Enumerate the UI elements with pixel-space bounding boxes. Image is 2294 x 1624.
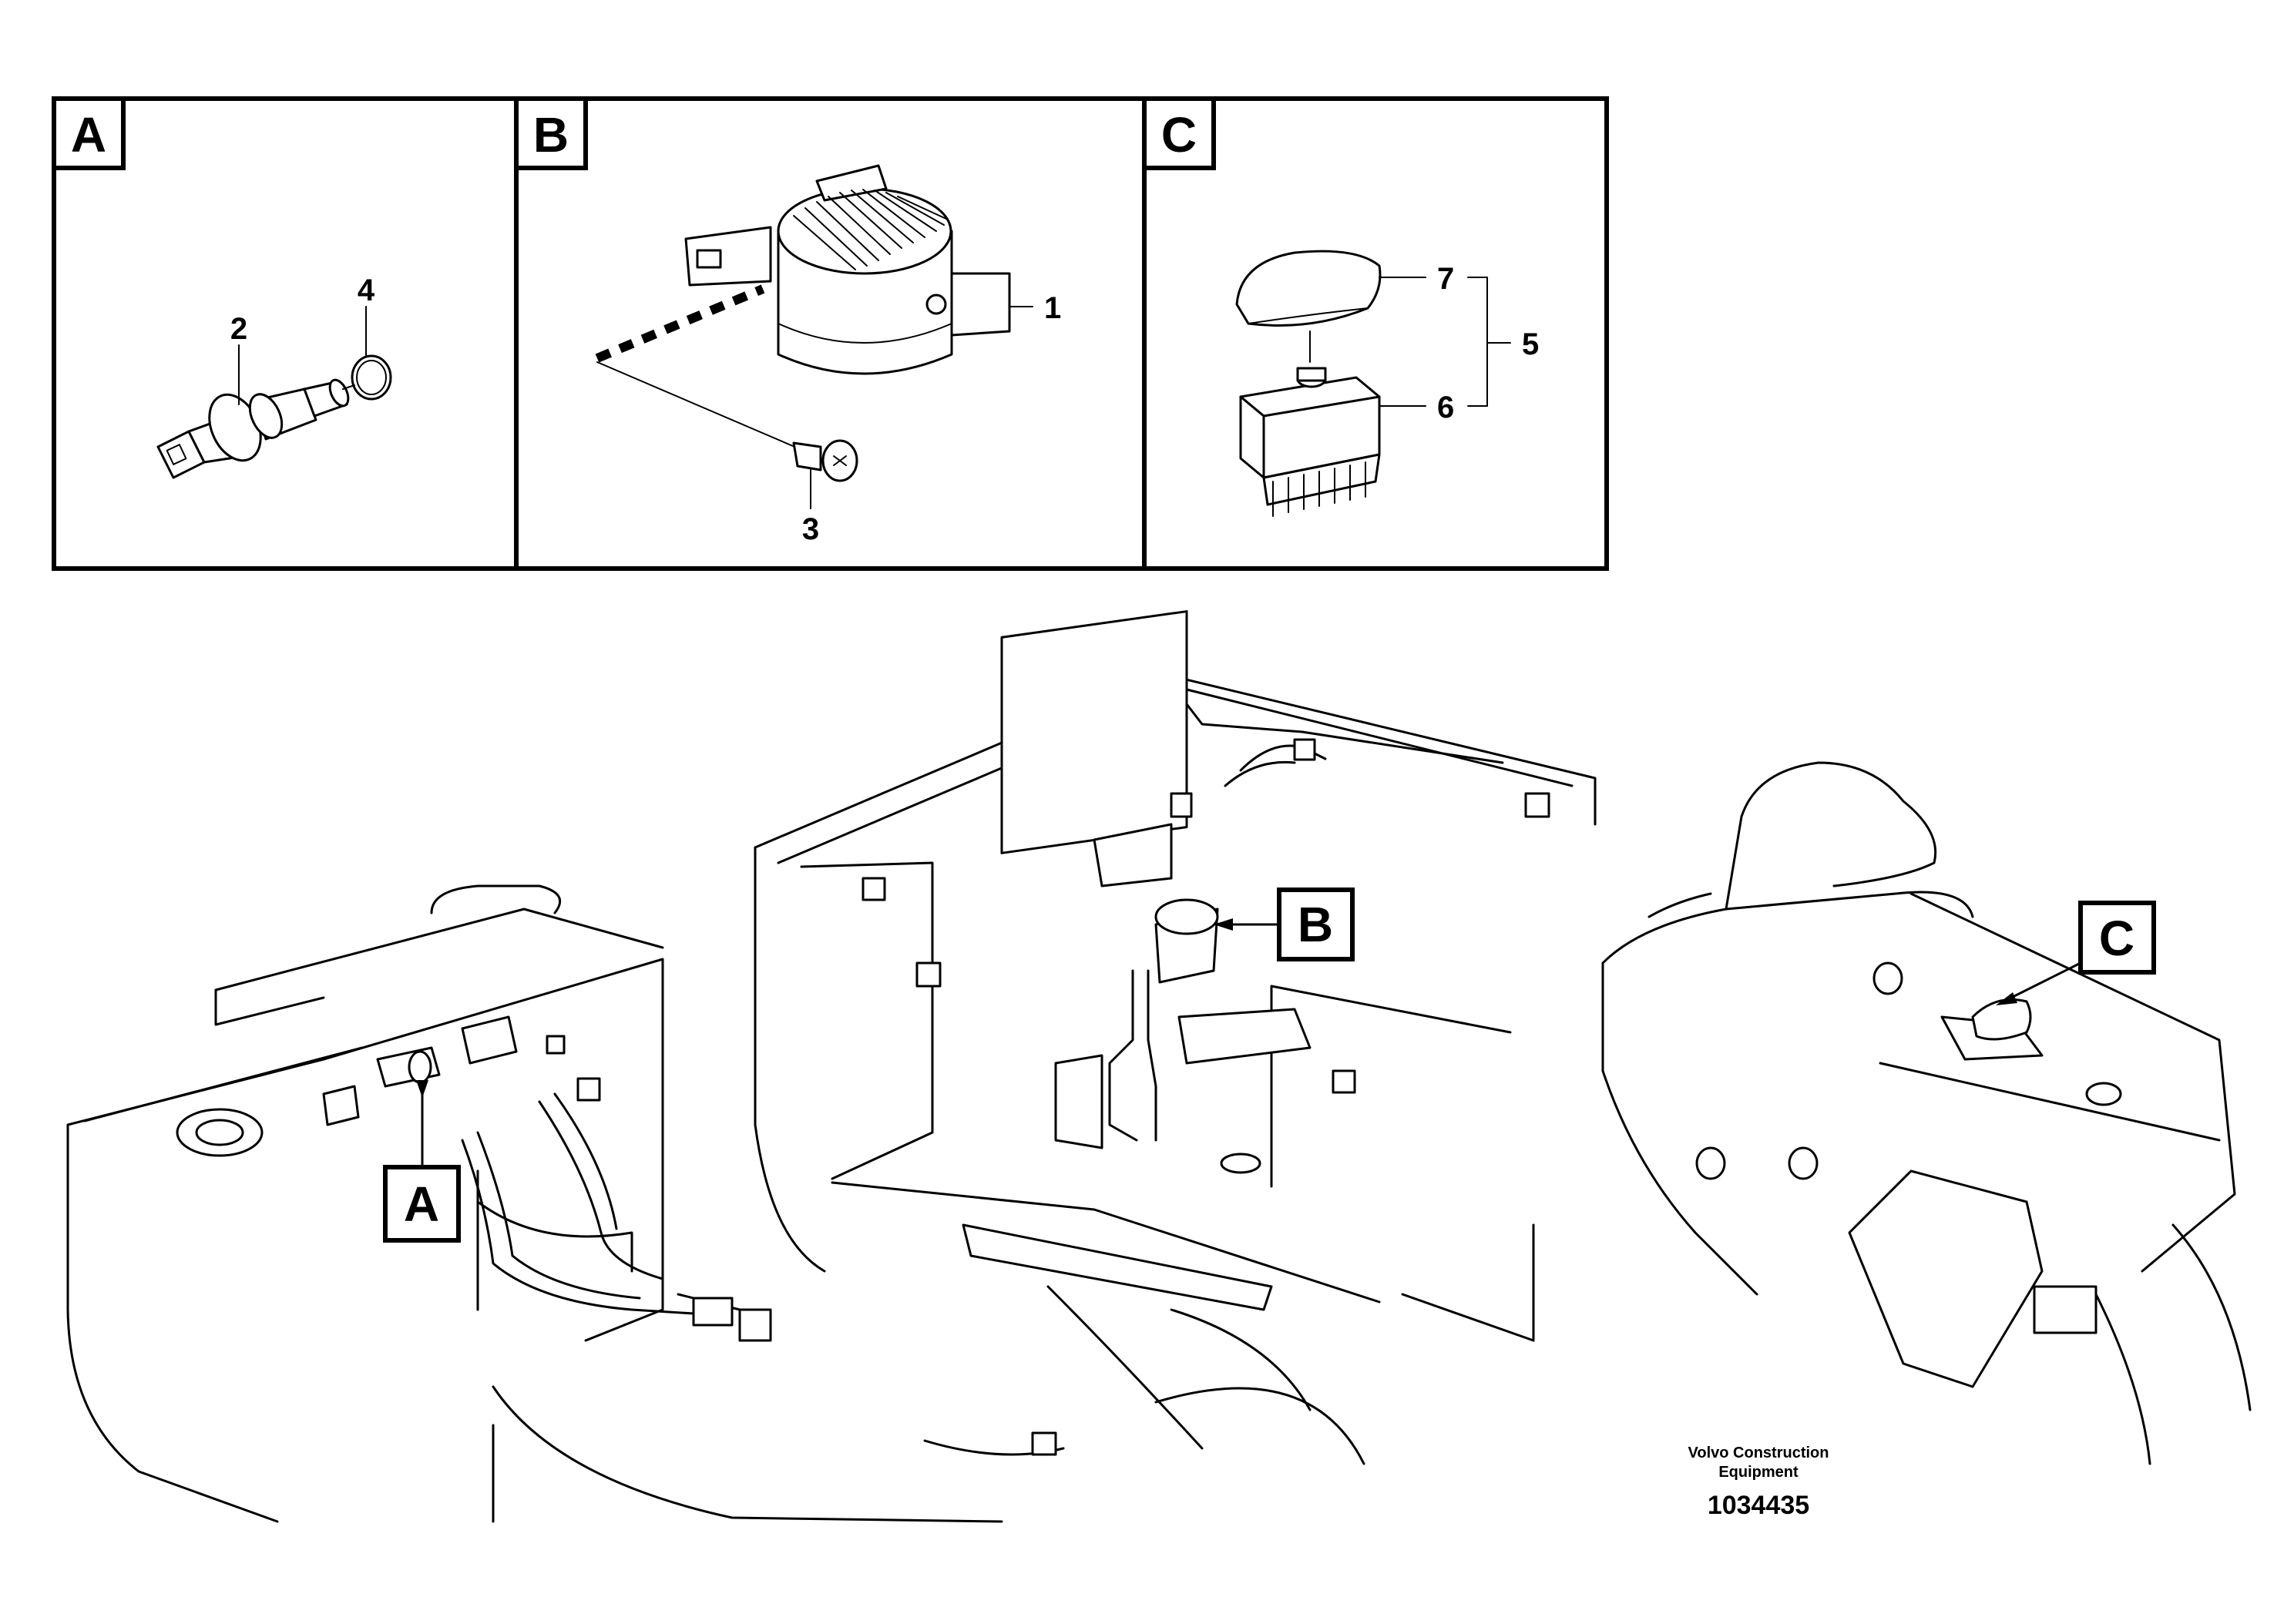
callout-6: 6 (1437, 391, 1454, 424)
callout-5: 5 (1522, 327, 1539, 361)
overview-tag-b: B (1214, 887, 1355, 961)
callout-3: 3 (802, 512, 819, 546)
overview-label-b: B (1298, 897, 1333, 952)
overview-label-c: C (2099, 911, 2134, 966)
machine-frame-overview (66, 610, 2252, 1523)
company-name-line2: Equipment (1718, 1464, 1799, 1481)
o-ring-drawing (351, 354, 392, 401)
overview-label-a: A (404, 1176, 439, 1232)
company-name-line1: Volvo Construction (1688, 1444, 1829, 1461)
drawing-number: 1034435 (1708, 1491, 1809, 1520)
detail-panel-a: A 2 4 (52, 96, 519, 571)
panel-c-label: C (1161, 107, 1197, 163)
switch-cap-drawing (1235, 250, 1382, 363)
pressure-sensor-drawing (156, 378, 350, 479)
callout-2: 2 (230, 312, 247, 346)
overview-sensor-a (322, 1015, 518, 1126)
overview-relay-b (1054, 738, 1327, 1149)
detail-panel-c: C 7 (1142, 96, 1609, 571)
detail-panel-b: B (514, 96, 1147, 571)
relay-drawing (684, 164, 1011, 375)
screw-drawing (792, 439, 858, 482)
panel-b-label: B (533, 107, 569, 163)
callout-7: 7 (1437, 262, 1454, 296)
callout-4: 4 (358, 273, 375, 307)
callout-1: 1 (1044, 291, 1061, 325)
overview-switch-c (1971, 998, 2032, 1041)
switch-body-drawing (1239, 367, 1381, 517)
overview-tag-c: C (1996, 901, 2156, 1005)
footer: Volvo Construction Equipment 1034435 (1688, 1444, 1829, 1520)
overview-tag-a: A (383, 1080, 461, 1243)
panel-a-label: A (71, 107, 106, 163)
